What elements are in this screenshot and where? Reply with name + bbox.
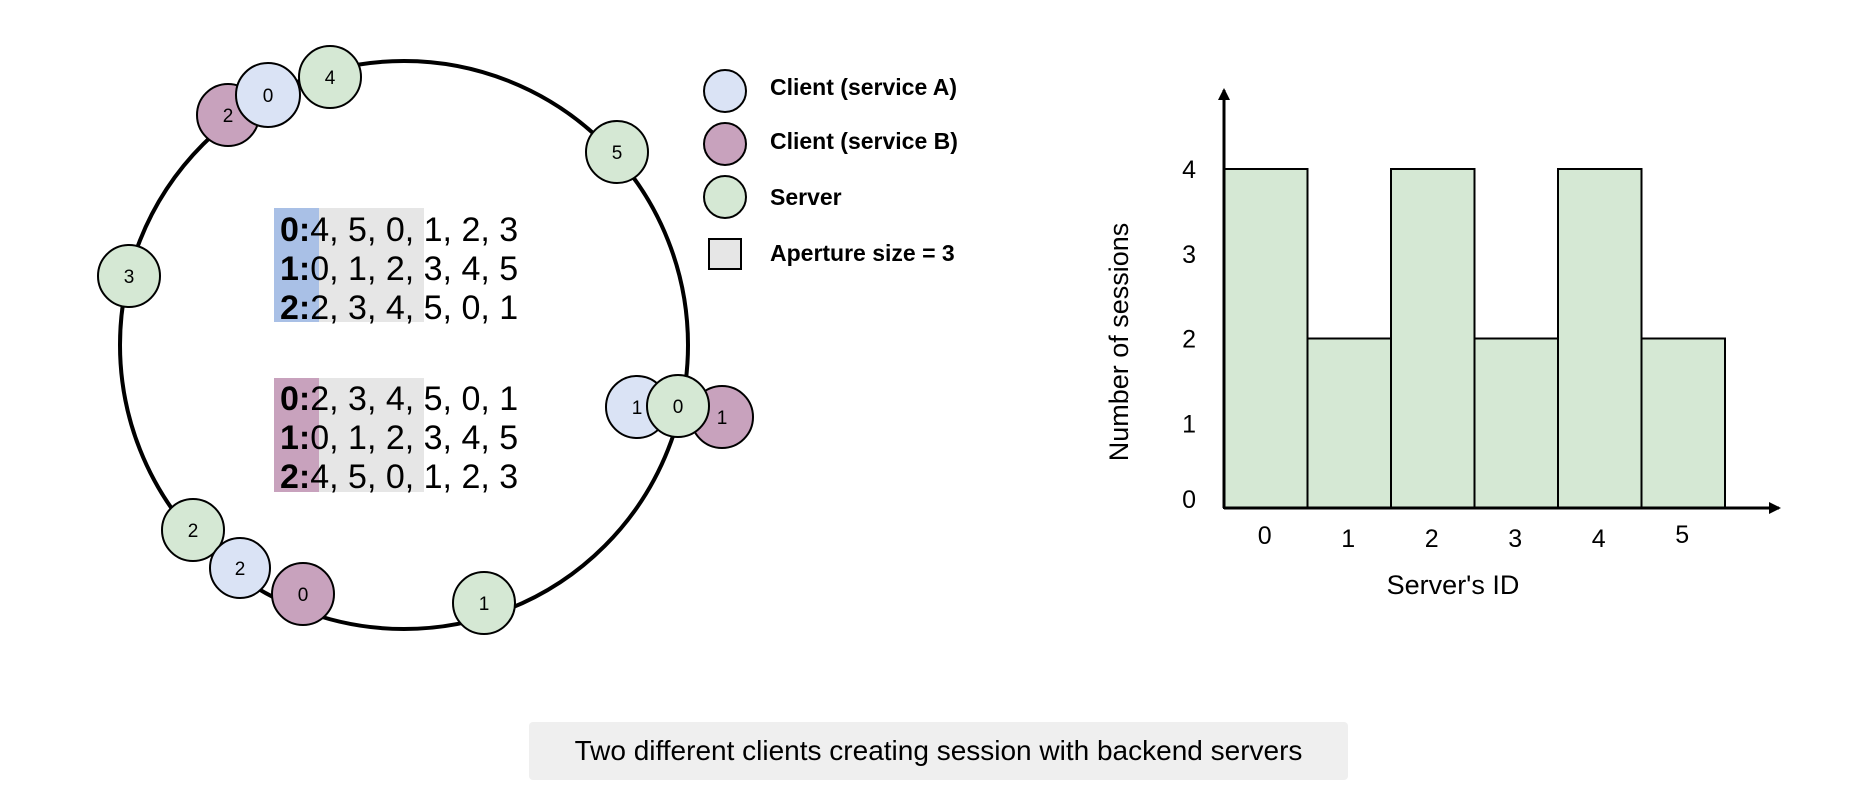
node-circle bbox=[97, 244, 161, 308]
x-tick-labels: 0 1 2 3 4 5 bbox=[1258, 521, 1689, 553]
node-label: 1 bbox=[479, 594, 490, 615]
service-b-key-column bbox=[274, 378, 319, 492]
bars bbox=[1223, 168, 1726, 509]
x-tick-label: 0 bbox=[1258, 522, 1272, 550]
ring-nodes: 2 0 4 5 3 1 1 0 2 2 0 1 bbox=[97, 45, 754, 635]
x-tick-label: 1 bbox=[1341, 525, 1355, 553]
bar-server-0 bbox=[1223, 168, 1309, 509]
client-a-node: 0 bbox=[235, 62, 301, 128]
node-circle bbox=[585, 120, 649, 184]
legend-client-a-swatch bbox=[703, 69, 747, 113]
bar-server-3 bbox=[1473, 337, 1559, 509]
x-tick-label: 5 bbox=[1675, 521, 1689, 549]
legend-aperture-swatch bbox=[708, 238, 742, 270]
y-tick-label: 3 bbox=[1182, 241, 1196, 269]
y-tick-label: 1 bbox=[1182, 410, 1196, 438]
node-circle bbox=[298, 45, 362, 109]
x-axis-label: Server's ID bbox=[1387, 570, 1520, 600]
service-b-aperture-column bbox=[319, 378, 424, 492]
service-b-row: 2:4, 5, 0, 1, 2, 3 bbox=[280, 458, 518, 496]
hash-ring bbox=[118, 59, 690, 631]
client-a-node: 2 bbox=[209, 537, 271, 599]
bar-server-4 bbox=[1557, 168, 1643, 509]
service-a-list: 0:4, 5, 0, 1, 2, 3 1:0, 1, 2, 3, 4, 5 2:… bbox=[274, 208, 518, 327]
y-tick-label: 0 bbox=[1182, 486, 1196, 514]
legend-client-a-label: Client (service A) bbox=[770, 74, 957, 100]
service-b-row: 1:0, 1, 2, 3, 4, 5 bbox=[280, 419, 518, 457]
node-circle bbox=[161, 498, 225, 562]
y-axis-label: Number of sessions bbox=[1104, 223, 1134, 462]
service-a-aperture-column bbox=[319, 208, 424, 322]
service-a-row: 2:2, 3, 4, 5, 0, 1 bbox=[280, 289, 518, 327]
service-b-list: 0:2, 3, 4, 5, 0, 1 1:0, 1, 2, 3, 4, 5 2:… bbox=[274, 378, 518, 496]
server-node: 2 bbox=[161, 498, 225, 562]
server-node: 5 bbox=[585, 120, 649, 184]
node-label: 0 bbox=[673, 397, 684, 418]
legend: Client (service A) Client (service B) Se… bbox=[703, 69, 958, 270]
x-tick-label: 3 bbox=[1508, 525, 1522, 553]
server-node: 1 bbox=[452, 571, 516, 635]
bar-server-5 bbox=[1640, 337, 1726, 509]
x-tick-label: 4 bbox=[1592, 525, 1606, 553]
bar-server-1 bbox=[1306, 337, 1392, 509]
node-label: 3 bbox=[124, 267, 135, 288]
node-label: 4 bbox=[325, 68, 336, 89]
node-label: 1 bbox=[717, 408, 728, 429]
y-tick-label: 4 bbox=[1182, 156, 1196, 184]
figure-caption: Two different clients creating session w… bbox=[529, 722, 1348, 780]
node-label: 2 bbox=[235, 559, 246, 580]
server-node: 4 bbox=[298, 45, 362, 109]
legend-client-b-label: Client (service B) bbox=[770, 128, 958, 154]
node-circle bbox=[271, 562, 335, 626]
node-circle bbox=[452, 571, 516, 635]
server-node: 3 bbox=[97, 244, 161, 308]
node-circle bbox=[235, 62, 301, 128]
service-a-row: 1:0, 1, 2, 3, 4, 5 bbox=[280, 250, 518, 288]
legend-aperture-label: Aperture size = 3 bbox=[770, 240, 955, 266]
legend-server-label: Server bbox=[770, 184, 842, 210]
y-tick-label: 2 bbox=[1182, 326, 1196, 354]
server-node: 0 bbox=[646, 374, 710, 438]
y-tick-labels: 0 1 2 3 4 bbox=[1182, 156, 1196, 514]
node-label: 1 bbox=[632, 398, 643, 419]
service-a-key-column bbox=[274, 208, 319, 322]
client-b-node: 0 bbox=[271, 562, 335, 626]
service-a-row: 0:4, 5, 0, 1, 2, 3 bbox=[280, 211, 518, 249]
node-circle bbox=[646, 374, 710, 438]
node-label: 2 bbox=[188, 521, 199, 542]
sessions-bar-chart: 0 1 2 3 4 0 1 2 3 4 5 Server's ID Number of sessi… bbox=[1104, 88, 1781, 600]
x-tick-label: 2 bbox=[1425, 525, 1439, 553]
legend-client-b-swatch bbox=[703, 122, 747, 166]
node-label: 2 bbox=[223, 106, 234, 127]
node-label: 0 bbox=[298, 585, 309, 606]
legend-server-swatch bbox=[703, 175, 747, 219]
node-label: 5 bbox=[612, 143, 623, 164]
service-b-row: 0:2, 3, 4, 5, 0, 1 bbox=[280, 380, 518, 418]
node-label: 0 bbox=[263, 86, 274, 107]
bar-server-2 bbox=[1390, 168, 1476, 509]
node-circle bbox=[209, 537, 271, 599]
